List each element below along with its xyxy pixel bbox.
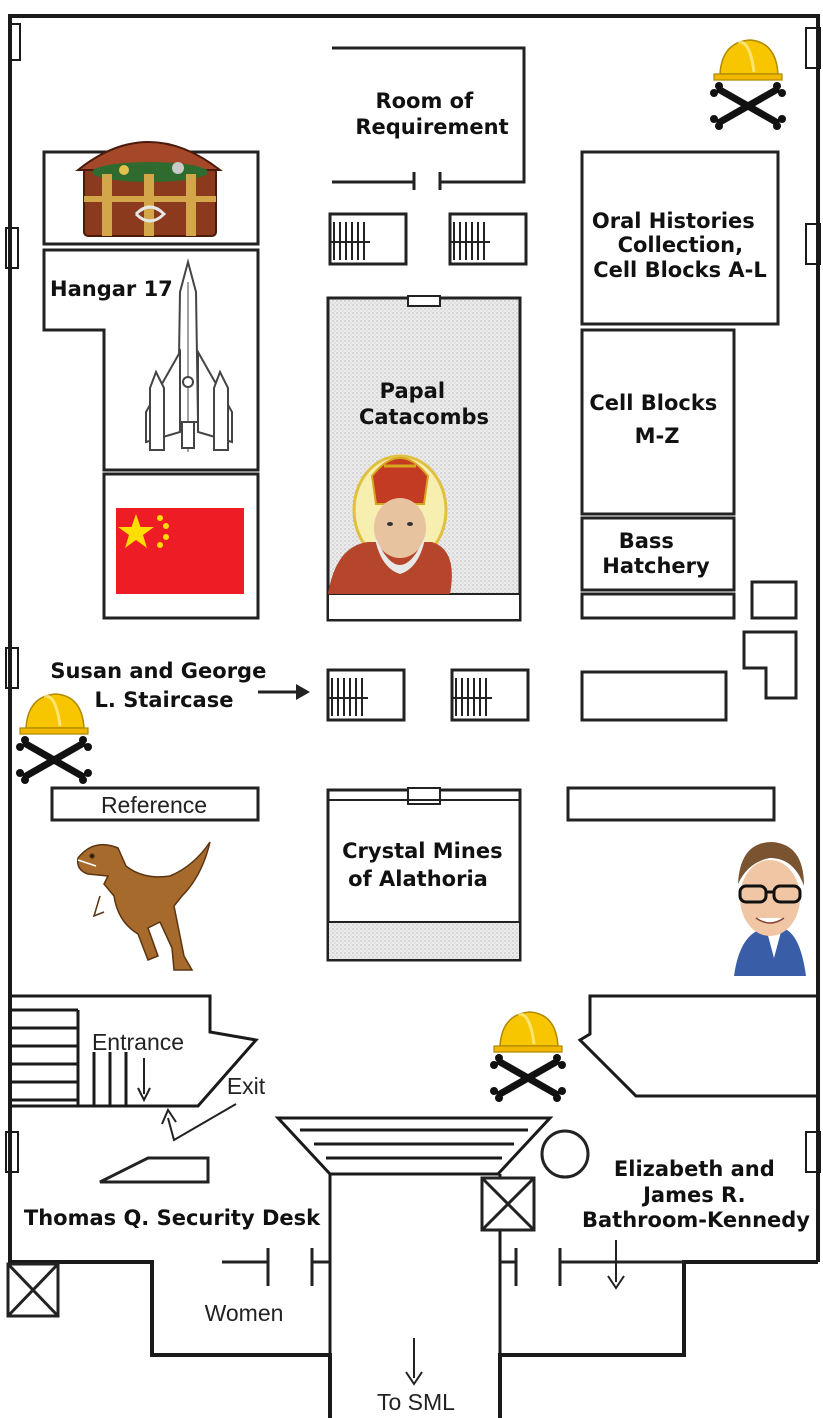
cell-blocks-m-z-label-1: Cell Blocks — [589, 391, 717, 415]
entrance-label: Entrance — [92, 1029, 184, 1055]
bass-hatchery-label-1: Bass — [619, 529, 674, 553]
exit-label: Exit — [227, 1073, 266, 1099]
elevator[interactable] — [480, 1176, 536, 1232]
velociraptor-icon — [76, 841, 211, 971]
svg-text:Papal Catacombs: Papal Catacombs — [359, 379, 489, 429]
cell-blocks-m-z-label-2: M-Z — [635, 424, 680, 448]
exit-marker[interactable]: Exit — [161, 1073, 266, 1142]
svg-text:Susan and George L. Stai: Susan and George L. Staircase — [50, 659, 273, 712]
security-desk[interactable]: Thomas Q. Security Desk — [24, 1156, 321, 1230]
room-of-requirement[interactable]: Room of Requirement — [332, 46, 526, 190]
to-sml-label: To SML — [377, 1389, 455, 1415]
cell-blocks-m-z[interactable]: Cell Blocks M-Z — [580, 328, 736, 516]
stairwell-lower-right[interactable] — [450, 668, 530, 722]
papal-catacombs-label-2: Catacombs — [359, 405, 489, 429]
svg-text:Cell Blocks M-Z: Cell Blocks M-Z — [589, 391, 724, 448]
stairwell-upper-left[interactable] — [328, 212, 408, 266]
treasure-chest-icon — [75, 141, 223, 237]
lobby-walls — [8, 994, 818, 1262]
crystal-mines-label-1: Crystal Mines — [342, 839, 502, 863]
entrance-marker[interactable]: Entrance — [92, 1029, 184, 1103]
svg-text:Crystal Mines of Alathor: Crystal Mines of Alathoria — [342, 839, 510, 891]
bass-hatchery[interactable]: Bass Hatchery — [580, 516, 736, 592]
spaceship-icon — [145, 258, 233, 452]
hazard-top-right-icon — [710, 40, 786, 130]
security-desk-label: Thomas Q. Security Desk — [24, 1206, 321, 1230]
hangar-17-label: Hangar 17 — [50, 277, 173, 301]
to-sml-exit[interactable]: To SML — [377, 1338, 455, 1415]
round-column — [540, 1129, 590, 1179]
crystal-mines-label-2: of Alathoria — [348, 867, 488, 891]
staircase-label-1: Susan and George — [50, 659, 266, 683]
papal-catacombs-label-1: Papal — [380, 379, 445, 403]
svg-text:Oral Histories Collectio: Oral Histories Collection, Cell Blocks A… — [592, 209, 767, 282]
hazard-left-icon — [16, 694, 92, 784]
student-portrait-icon — [734, 842, 806, 976]
stairwell-upper-right[interactable] — [448, 212, 528, 266]
staircase-label-2: L. Staircase — [95, 688, 234, 712]
room-of-requirement-label-2: Requirement — [355, 115, 508, 139]
hazard-bottom-icon — [490, 1012, 566, 1102]
womens-restroom[interactable]: Women — [205, 1300, 284, 1326]
crystal-mines[interactable]: Crystal Mines of Alathoria — [326, 787, 522, 962]
bass-hatchery-label-2: Hatchery — [602, 554, 710, 578]
room-of-requirement-label-1: Room of — [375, 89, 474, 113]
stairwell-lower-left[interactable] — [326, 668, 406, 722]
oral-histories-collection[interactable]: Oral Histories Collection, Cell Blocks A… — [580, 150, 780, 326]
bathroom-label-3: Bathroom-Kennedy — [582, 1208, 810, 1232]
svg-text:Room of Requirement: Room of Requirement — [355, 89, 508, 139]
right-side-rooms — [566, 580, 798, 822]
svg-text:Bass Hatchery: Bass Hatchery — [602, 529, 710, 578]
women-label: Women — [205, 1300, 284, 1326]
reference-label: Reference — [101, 792, 207, 818]
bathroom-label-1: Elizabeth and — [614, 1157, 775, 1181]
oral-histories-label-2: Collection, — [618, 233, 744, 257]
bathroom-kennedy[interactable]: Elizabeth and James R. Bathroom-Kennedy — [582, 1157, 810, 1290]
door-jambs — [222, 1248, 684, 1286]
svg-text:Elizabeth and James R.: Elizabeth and James R. Bathroom-Kennedy — [582, 1157, 810, 1232]
china-flag-icon — [116, 508, 244, 594]
oral-histories-label-1: Oral Histories — [592, 209, 755, 233]
oral-histories-label-3: Cell Blocks A-L — [593, 258, 767, 282]
lower-left-elevator[interactable] — [6, 1262, 60, 1318]
staircase-label: Susan and George L. Staircase — [50, 659, 310, 712]
bathroom-label-2: James R. — [641, 1183, 745, 1207]
saint-icon — [328, 454, 452, 594]
reference-desk[interactable]: Reference — [50, 786, 260, 822]
